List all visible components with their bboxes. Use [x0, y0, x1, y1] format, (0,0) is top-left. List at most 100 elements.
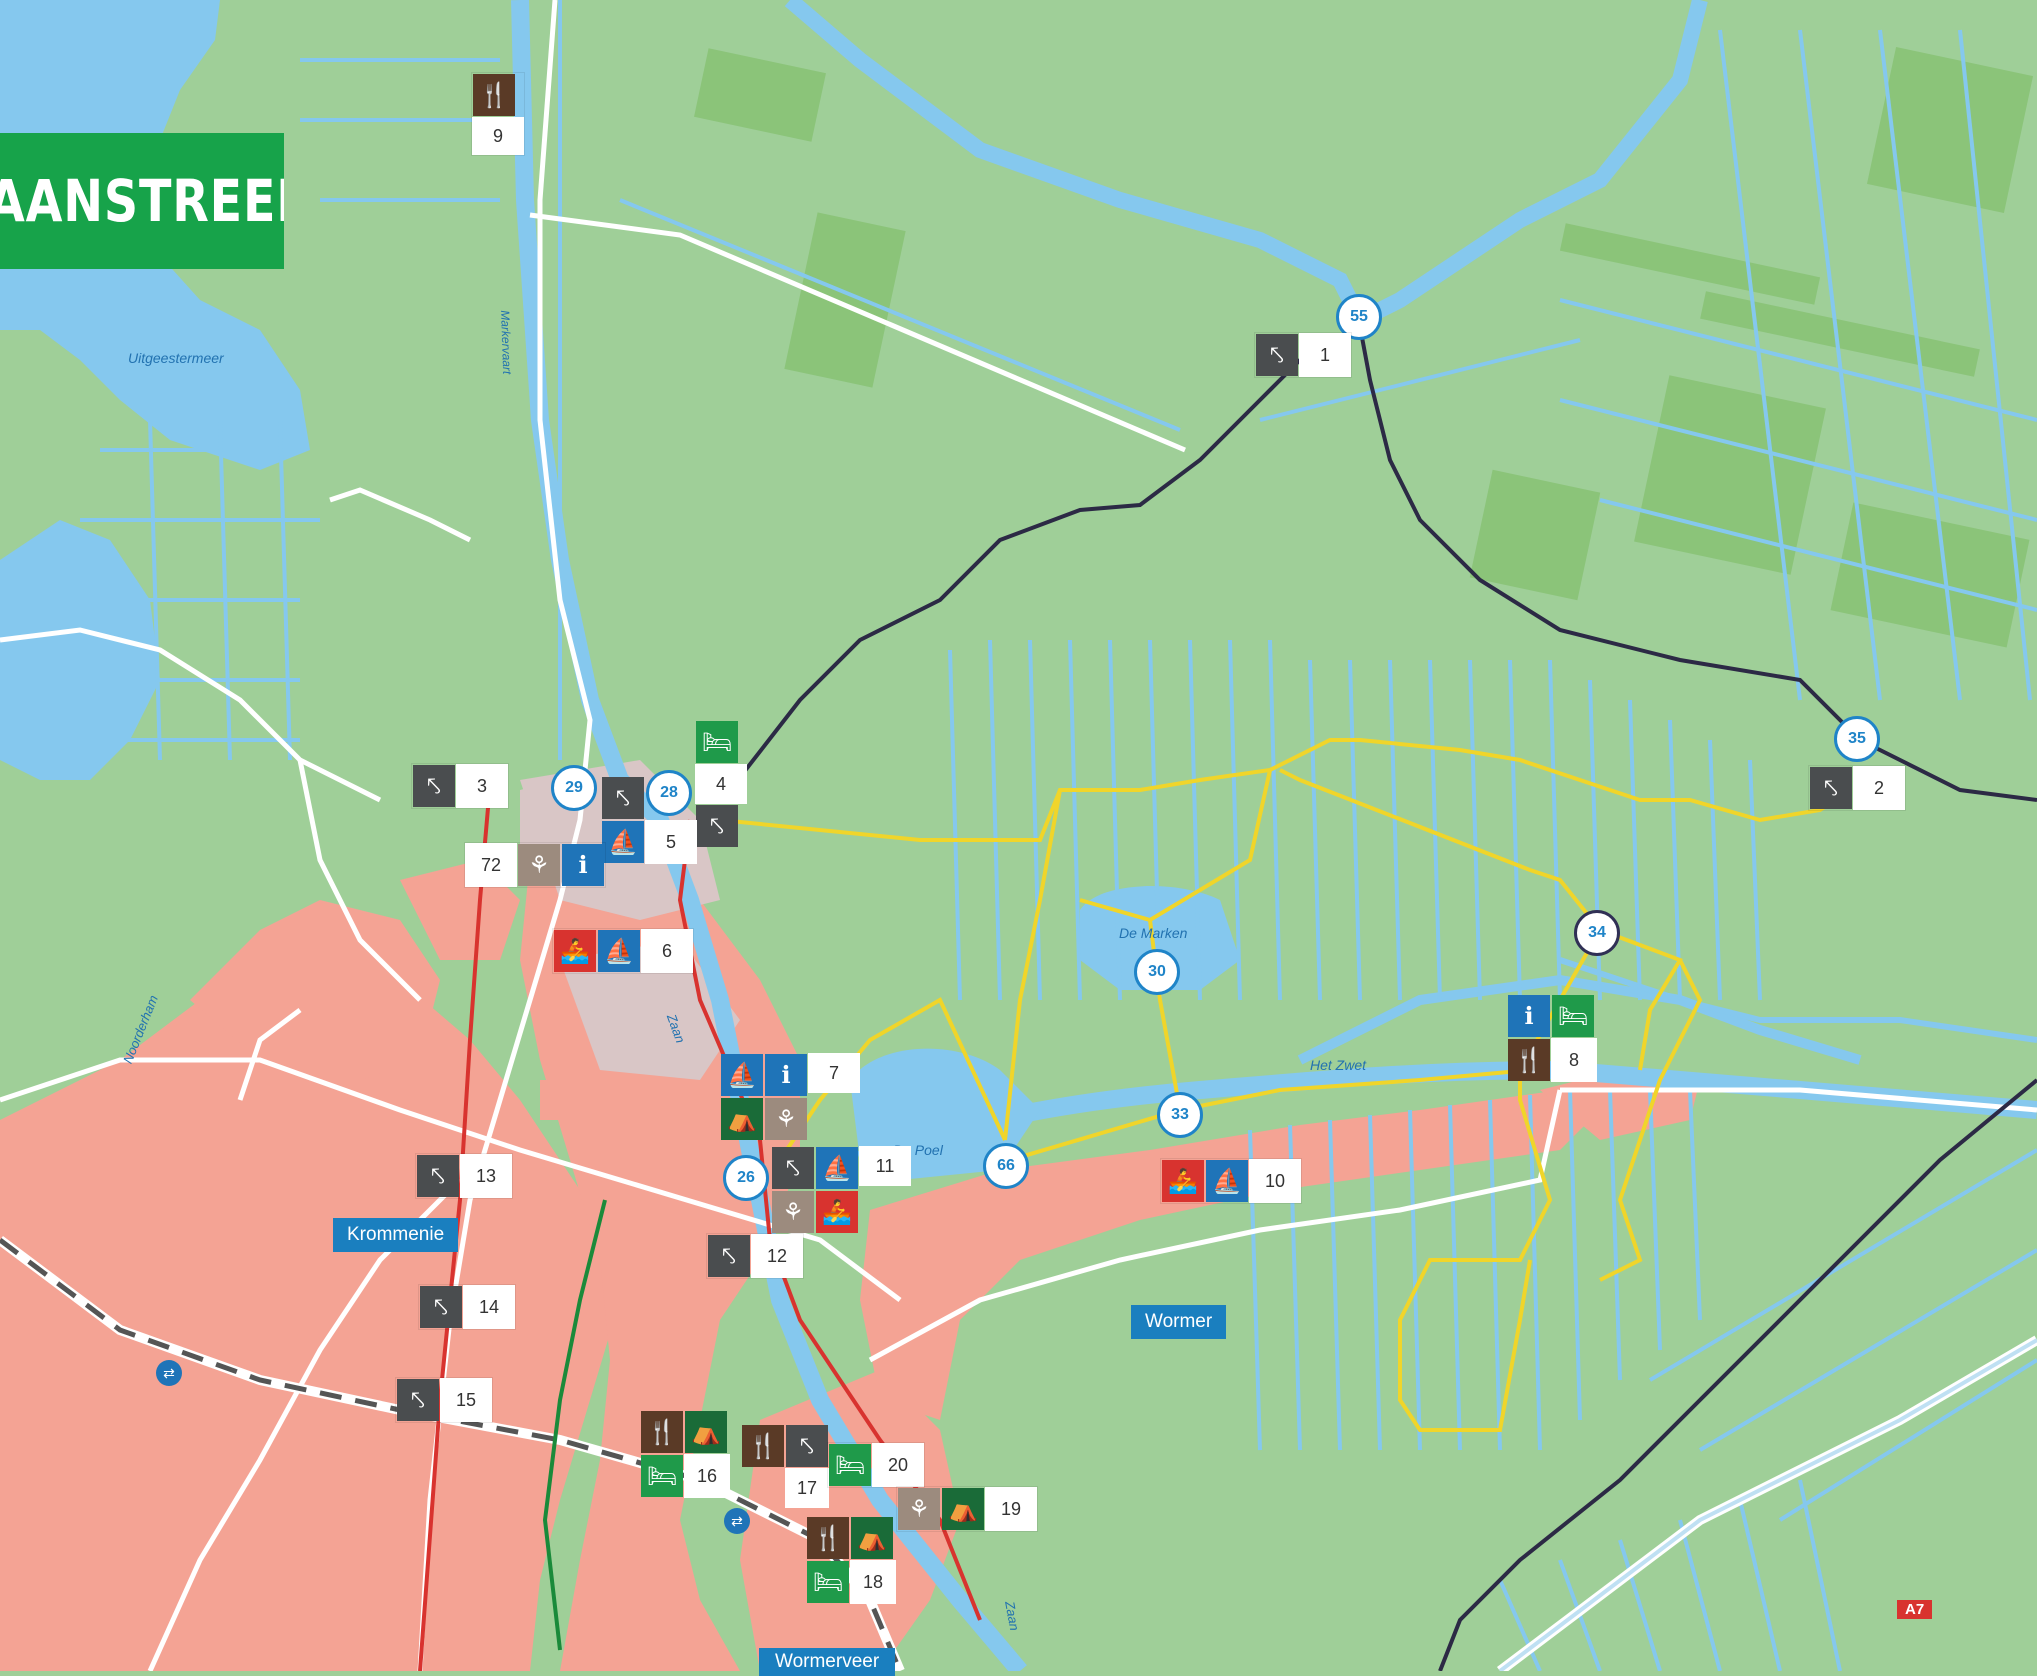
sailing-icon: ⛵	[598, 930, 640, 972]
sailing-icon: ⛵	[721, 1054, 763, 1096]
marker-2[interactable]: ⤣ 2	[1809, 766, 1905, 810]
marker-number: 5	[645, 820, 697, 864]
urban-patch	[540, 1080, 600, 1120]
bridge-icon: ⤣	[420, 1286, 462, 1328]
marker-14[interactable]: ⤣ 14	[419, 1285, 515, 1329]
marker-number: 6	[641, 929, 693, 973]
road-label-a7: A7	[1897, 1600, 1933, 1619]
bridge-icon: ⤣	[786, 1425, 828, 1467]
info-icon: ℹ	[562, 844, 604, 886]
train-station-icon: ⇄	[156, 1360, 182, 1386]
campsite-icon: ⛺	[851, 1517, 893, 1559]
marker-5[interactable]: ⤣ ⛵ 5	[601, 776, 697, 864]
marker-number: 3	[456, 764, 508, 808]
windmill-icon: ⚘	[898, 1488, 940, 1530]
marker-number: 16	[684, 1454, 730, 1498]
junction-28[interactable]: 28	[646, 770, 692, 816]
place-label-krommenie: Krommenie	[333, 1218, 459, 1252]
marker-12[interactable]: ⤣ 12	[707, 1234, 803, 1278]
marker-number: 14	[463, 1285, 515, 1329]
marker-number: 4	[695, 764, 747, 804]
water-label-de-marken: De Marken	[1119, 925, 1188, 941]
restaurant-icon: 🍴	[1508, 1039, 1550, 1081]
marker-number: 72	[465, 843, 517, 887]
marker-6[interactable]: 🚣 ⛵ 6	[553, 929, 693, 973]
marker-number: 1	[1299, 333, 1351, 377]
bridge-icon: ⤣	[772, 1147, 814, 1189]
hotel-icon: 🛏	[696, 721, 738, 763]
bridge-icon: ⤣	[696, 805, 738, 847]
marker-4[interactable]: 🛏 4 ⤣	[695, 720, 747, 848]
water-label-het-zwet: Het Zwet	[1310, 1057, 1367, 1073]
campsite-icon: ⛺	[685, 1411, 727, 1453]
marker-number: 10	[1249, 1159, 1301, 1203]
junction-55[interactable]: 55	[1336, 294, 1382, 340]
water-label-uitgeestermeer: Uitgeestermeer	[128, 350, 224, 366]
marker-11[interactable]: ⤣ ⛵ ⚘ 🚣 11	[771, 1146, 911, 1234]
marker-17[interactable]: 🍴 ⤣ 17	[741, 1424, 829, 1512]
marker-1[interactable]: ⤣ 1	[1255, 333, 1351, 377]
a7-motorway	[1496, 1335, 2037, 1671]
marker-number: 9	[472, 117, 524, 155]
junction-66[interactable]: 66	[983, 1143, 1029, 1189]
bridge-icon: ⤣	[413, 765, 455, 807]
junction-35[interactable]: 35	[1834, 716, 1880, 762]
place-label-wormer: Wormer	[1131, 1305, 1227, 1339]
junction-29[interactable]: 29	[551, 765, 597, 811]
info-icon: ℹ	[1508, 995, 1550, 1037]
marker-72[interactable]: 72 ⚘ ℹ	[465, 843, 605, 887]
restaurant-icon: 🍴	[742, 1425, 784, 1467]
marker-number: 8	[1551, 1038, 1597, 1082]
marker-10[interactable]: 🚣 ⛵ 10	[1161, 1159, 1301, 1203]
marker-18[interactable]: 🍴 ⛺ 🛏 18	[806, 1516, 896, 1604]
hotel-icon: 🛏	[1552, 995, 1594, 1037]
marker-9[interactable]: 🍴 9	[472, 73, 524, 155]
boat-rental-icon: 🚣	[554, 930, 596, 972]
marker-number: 19	[985, 1487, 1037, 1531]
marker-number: 2	[1853, 766, 1905, 810]
marker-20[interactable]: 🛏 20	[828, 1443, 924, 1487]
junction-34[interactable]: 34	[1574, 910, 1620, 956]
bridge-icon: ⤣	[397, 1379, 439, 1421]
windmill-icon: ⚘	[518, 844, 560, 886]
marker-19[interactable]: ⚘ ⛺ 19	[897, 1487, 1037, 1531]
lake-west	[0, 520, 160, 780]
lake-uitgeestermeer	[0, 0, 310, 470]
marker-3[interactable]: ⤣ 3	[412, 764, 508, 808]
windmill-icon: ⚘	[765, 1098, 807, 1140]
bridge-icon: ⤣	[1256, 334, 1298, 376]
restaurant-icon: 🍴	[641, 1411, 683, 1453]
windmill-icon: ⚘	[772, 1191, 814, 1233]
marker-number: 15	[440, 1378, 492, 1422]
boat-rental-icon: 🚣	[816, 1191, 858, 1233]
bridge-icon: ⤣	[417, 1155, 459, 1197]
campsite-icon: ⛺	[942, 1488, 984, 1530]
hotel-icon: 🛏	[641, 1455, 683, 1497]
junction-26[interactable]: 26	[723, 1155, 769, 1201]
restaurant-icon: 🍴	[807, 1517, 849, 1559]
junction-33[interactable]: 33	[1157, 1092, 1203, 1138]
hotel-icon: 🛏	[829, 1444, 871, 1486]
marker-15[interactable]: ⤣ 15	[396, 1378, 492, 1422]
boat-rental-icon: 🚣	[1162, 1160, 1204, 1202]
polder-ditches	[60, 0, 2037, 1671]
marker-number: 12	[751, 1234, 803, 1278]
marker-7[interactable]: ⛵ ℹ ⛺ ⚘ 7	[720, 1053, 860, 1141]
junction-30[interactable]: 30	[1134, 949, 1180, 995]
bridge-icon: ⤣	[602, 777, 644, 819]
marker-number: 18	[850, 1560, 896, 1604]
info-icon: ℹ	[765, 1054, 807, 1096]
route-green	[542, 1199, 607, 1651]
bridge-icon: ⤣	[1810, 767, 1852, 809]
marker-13[interactable]: ⤣ 13	[416, 1154, 512, 1198]
sailing-icon: ⛵	[816, 1147, 858, 1189]
marker-number: 20	[872, 1443, 924, 1487]
restaurant-icon: 🍴	[473, 74, 515, 116]
marker-16[interactable]: 🍴 ⛺ 🛏 16	[640, 1410, 730, 1498]
marker-8[interactable]: ℹ 🛏 🍴 8	[1507, 994, 1597, 1082]
marker-number: 7	[808, 1053, 860, 1093]
place-label-wormerveer: Wormerveer	[759, 1648, 896, 1676]
sailing-icon: ⛵	[602, 821, 644, 863]
